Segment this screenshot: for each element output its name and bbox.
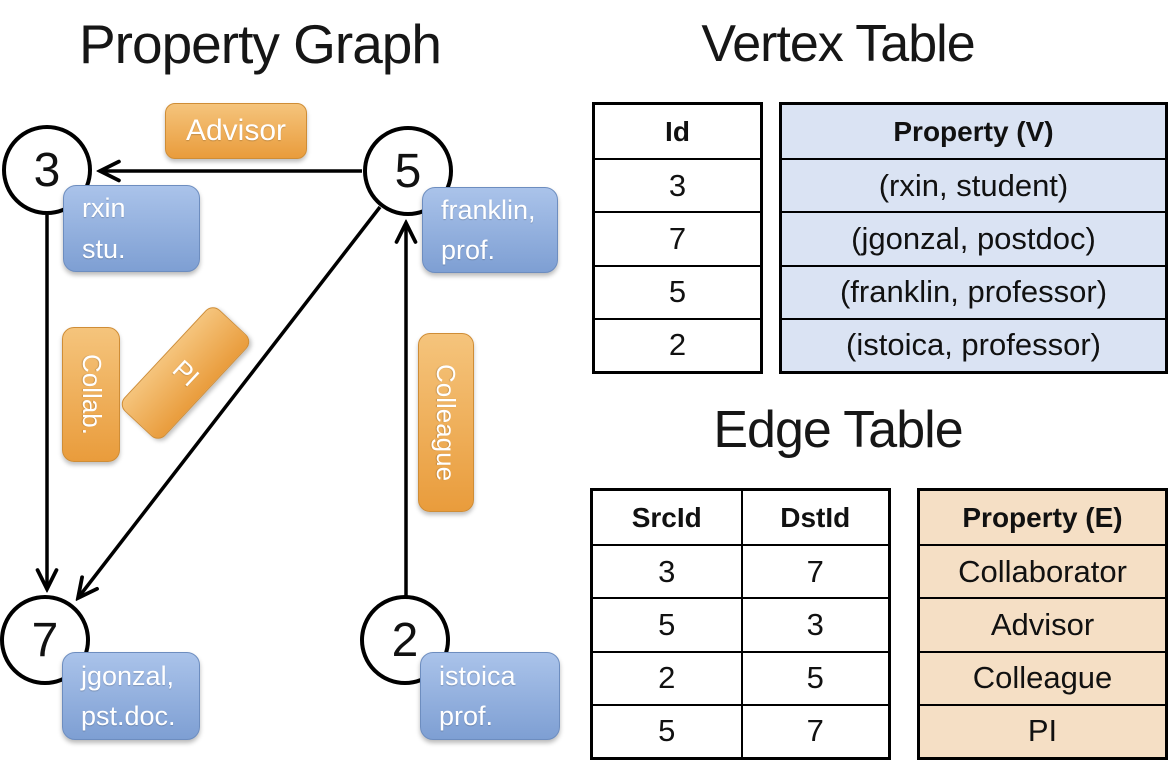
edge-dstid-cell: 7: [740, 703, 888, 757]
edge-dstid-cell: 7: [740, 544, 888, 598]
edge-label-advisor-text: Advisor: [185, 114, 287, 147]
vertex-property-cell: (istoica, professor): [782, 317, 1165, 371]
edge-label-advisor: Advisor: [165, 103, 307, 159]
edge-dstid-cell: 5: [740, 650, 888, 704]
vertex-property-table: Property (V) (rxin, student) (jgonzal, p…: [779, 102, 1168, 374]
edge-property-cell: Advisor: [920, 597, 1165, 650]
vertex-property-line: prof.: [439, 701, 494, 731]
vertex-node-5-id: 5: [394, 144, 422, 198]
vertex-node-2-id: 2: [391, 613, 419, 667]
edge-srcid-cell: 5: [593, 703, 741, 757]
vertex-id-cell: 7: [595, 211, 760, 264]
vertex-property-box-franklin: franklin, prof.: [422, 187, 558, 273]
vertex-property-box-jgonzal: jgonzal, pst.doc.: [62, 652, 200, 740]
edge-property-cell: Colleague: [920, 650, 1165, 704]
vertex-id-cell: 2: [595, 317, 760, 371]
vertex-id-table: Id 3 7 5 2: [592, 102, 763, 374]
vertex-property-line: istoica: [439, 660, 516, 691]
vertex-id-cell: 5: [595, 264, 760, 318]
edge-srcdst-table: SrcId DstId 3 7 5 3 2 5 5 7: [590, 488, 891, 760]
vertex-property-line: jgonzal,: [81, 660, 175, 691]
edge-pi-5-to-7: [78, 205, 382, 598]
edge-label-pi-text: PI: [166, 353, 206, 392]
edge-dstid-cell: 3: [740, 597, 888, 651]
edge-property-cell: Collaborator: [920, 544, 1165, 597]
vertex-node-7-id: 7: [31, 613, 59, 667]
edge-srcid-cell: 3: [593, 544, 741, 597]
edge-property-cell: PI: [920, 703, 1165, 757]
vertex-id-header: Id: [665, 115, 690, 147]
graph-edges: [0, 0, 585, 760]
vertex-property-line: franklin,: [441, 194, 536, 225]
vertex-node-5: 5: [363, 126, 453, 216]
vertex-table-title: Vertex Table: [701, 15, 975, 73]
edge-label-collab-text: Collab.: [76, 354, 107, 435]
edge-srcid-header: SrcId: [631, 501, 702, 533]
property-graph-title: Property Graph: [78, 13, 442, 75]
vertex-property-cell: (rxin, student): [782, 158, 1165, 211]
vertex-property-box-rxin: rxin stu.: [63, 185, 200, 272]
vertex-property-header: Property (V): [893, 115, 1054, 147]
vertex-property-box-istoica: istoica prof.: [420, 652, 560, 740]
edge-dstid-header: DstId: [740, 491, 889, 545]
edge-table-title: Edge Table: [713, 401, 963, 459]
vertex-node-3-id: 3: [33, 143, 61, 197]
vertex-property-cell: (franklin, professor): [782, 264, 1165, 318]
edge-srcid-cell: 5: [593, 597, 741, 650]
edge-srcid-cell: 2: [593, 650, 741, 704]
vertex-property-line: pst.doc.: [81, 701, 176, 731]
edge-label-colleague: Colleague: [418, 333, 474, 512]
edge-label-collab: Collab.: [62, 327, 120, 462]
edge-property-table: Property (E) Collaborator Advisor Collea…: [917, 488, 1168, 760]
vertex-node-2: 2: [360, 595, 450, 685]
vertex-property-line: stu.: [82, 233, 126, 264]
vertex-id-cell: 3: [595, 158, 760, 211]
edge-label-colleague-text: Colleague: [431, 363, 462, 482]
edge-property-header: Property (E): [962, 501, 1123, 533]
vertex-property-cell: (jgonzal, postdoc): [782, 211, 1165, 264]
vertex-property-line: prof.: [441, 235, 496, 265]
vertex-property-line: rxin: [82, 193, 126, 223]
